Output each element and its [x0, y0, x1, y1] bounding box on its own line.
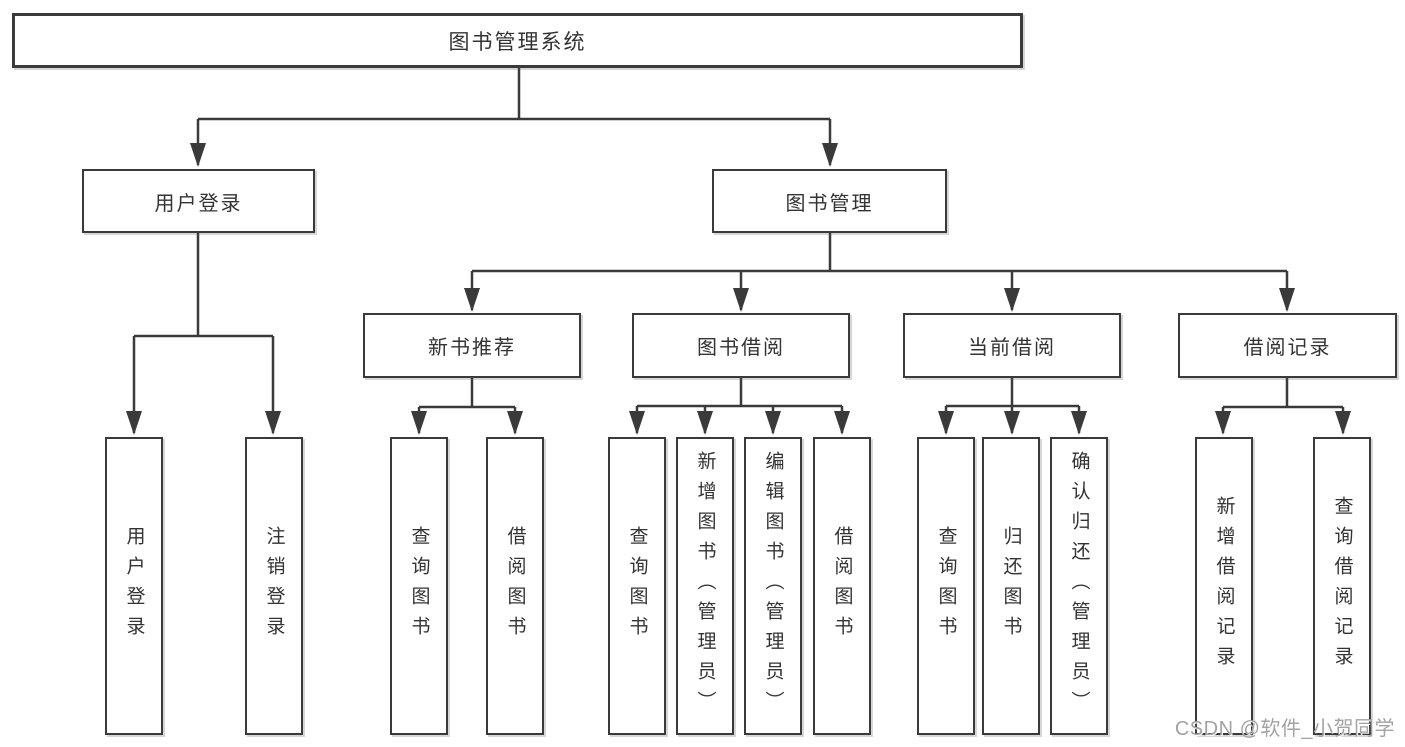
leaf-user-login: 用户登录 — [105, 437, 163, 735]
node-label: 新增借阅记录 — [1213, 496, 1235, 676]
node-label: 当前借阅 — [968, 337, 1056, 359]
connector-current-borrow-to-leaves — [938, 378, 1087, 435]
node-system-root: 图书管理系统 — [12, 13, 1023, 68]
node-label: 确认归还（管理员） — [1068, 451, 1090, 721]
leaf-logout: 注销登录 — [245, 437, 303, 735]
connector-borrow-record-to-leaves — [1215, 378, 1351, 435]
node-label: 借阅图书 — [831, 526, 853, 646]
node-label: 查询借阅记录 — [1331, 496, 1353, 676]
node-label: 借阅记录 — [1243, 337, 1332, 359]
node-label: 注销登录 — [263, 526, 285, 646]
node-label: 查询图书 — [626, 526, 648, 646]
connector-book-borrow-to-leaves — [629, 378, 850, 435]
node-label: 查询图书 — [408, 526, 430, 646]
node-label: 图书管理系统 — [448, 30, 587, 54]
connector-root-to-level2 — [190, 66, 838, 167]
node-label: 新书推荐 — [428, 337, 516, 359]
leaf-borrow-book: 借阅图书 — [813, 437, 871, 735]
connector-new-book-to-leaves — [411, 378, 523, 435]
node-borrow-record: 借阅记录 — [1178, 313, 1397, 378]
node-label: 用户登录 — [154, 192, 243, 215]
leaf-borrow-book-recommend: 借阅图书 — [486, 437, 544, 735]
node-label: 借阅图书 — [504, 526, 526, 646]
node-label: 图书管理 — [785, 192, 874, 215]
node-label: 新增图书（管理员） — [694, 451, 716, 721]
node-label: 查询图书 — [935, 526, 957, 646]
leaf-query-book-recommend: 查询图书 — [390, 437, 448, 735]
node-book-mgmt: 图书管理 — [712, 169, 947, 233]
node-user-login: 用户登录 — [82, 169, 315, 233]
node-label: 用户登录 — [123, 526, 145, 646]
node-label: 归还图书 — [1000, 526, 1022, 646]
node-book-borrow: 图书借阅 — [632, 313, 850, 378]
node-new-book-recommend: 新书推荐 — [363, 313, 581, 378]
leaf-query-book-current: 查询图书 — [917, 437, 975, 735]
connector-user-login-to-leaves — [126, 233, 281, 435]
node-current-borrow: 当前借阅 — [903, 313, 1121, 378]
node-label: 编辑图书（管理员） — [762, 451, 784, 721]
leaf-add-borrow-record: 新增借阅记录 — [1195, 437, 1253, 735]
leaf-query-book-borrow: 查询图书 — [608, 437, 666, 735]
csdn-watermark: CSDN @软件_小贺同学 — [1174, 718, 1395, 740]
leaf-return-book: 归还图书 — [982, 437, 1040, 735]
connector-book-mgmt-to-level3 — [464, 233, 1295, 312]
leaf-edit-book-admin: 编辑图书（管理员） — [744, 437, 802, 735]
leaf-confirm-return-admin: 确认归还（管理员） — [1050, 437, 1108, 735]
leaf-add-book-admin: 新增图书（管理员） — [676, 437, 734, 735]
node-label: 图书借阅 — [697, 337, 785, 359]
leaf-query-borrow-record: 查询借阅记录 — [1313, 437, 1371, 735]
